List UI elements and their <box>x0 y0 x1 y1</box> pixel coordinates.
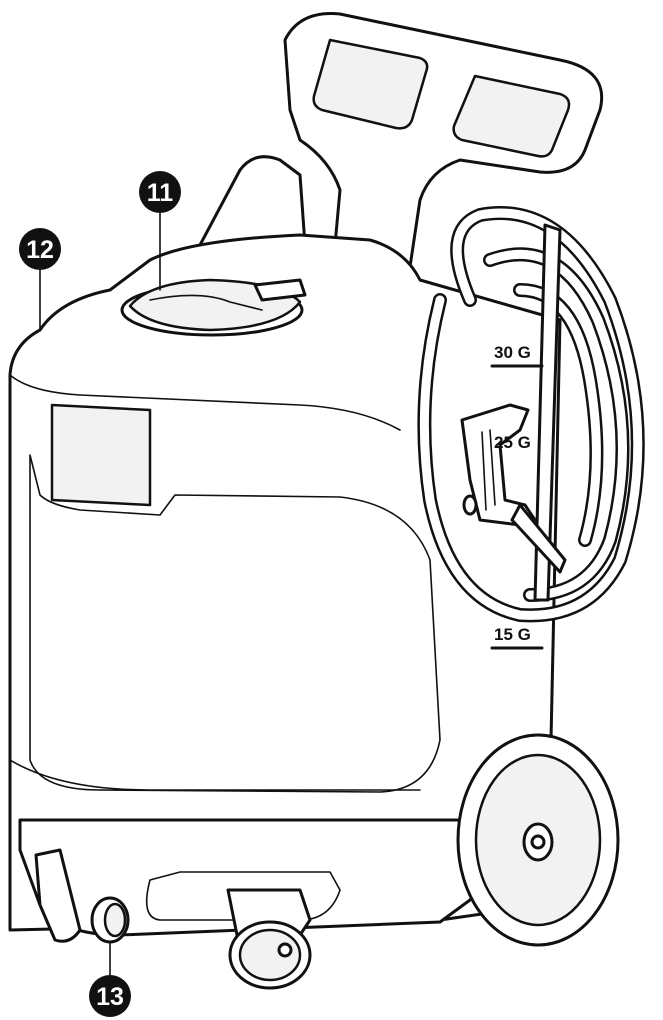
callout-11: 11 <box>139 171 181 213</box>
handle <box>283 12 604 302</box>
lid <box>120 278 307 337</box>
gallon-mark-30: 30 G <box>490 343 544 368</box>
fuel-nozzle <box>460 403 567 574</box>
callout-label-11: 11 <box>147 179 174 207</box>
gallon-label-25: 25 G <box>494 433 531 452</box>
hose-coil <box>417 206 645 623</box>
gallon-mark-25: 25 G <box>494 433 531 452</box>
rear-wheel <box>456 733 620 947</box>
drain-cap <box>90 896 130 944</box>
top-bump <box>198 155 307 247</box>
gallon-label-15: 15 G <box>494 625 531 644</box>
callout-13: 13 <box>89 975 131 1017</box>
callout-label-12: 12 <box>26 236 54 264</box>
gallon-mark-15: 15 G <box>490 625 544 650</box>
callout-12: 12 <box>19 228 61 270</box>
callout-label-13: 13 <box>96 983 124 1011</box>
front-caster <box>226 888 312 990</box>
gallon-label-30: 30 G <box>494 343 531 362</box>
rear-foot <box>34 848 82 943</box>
